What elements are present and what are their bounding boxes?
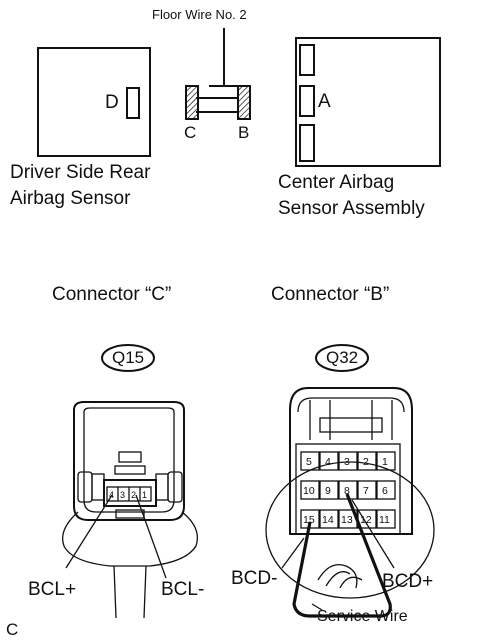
service-wire bbox=[292, 493, 392, 618]
bcl-plus-label: BCL+ bbox=[28, 579, 77, 600]
b-pin-grid bbox=[300, 451, 396, 529]
bcl-minus-leader bbox=[135, 494, 167, 579]
b-pin-11: 11 bbox=[379, 514, 390, 526]
connector-a-socket bbox=[299, 85, 315, 117]
floor-wire-harness bbox=[185, 28, 251, 120]
c-pin-1: 1 bbox=[142, 490, 147, 500]
bcd-plus-label: BCD+ bbox=[382, 571, 434, 592]
bcd-plus-leader bbox=[351, 499, 395, 569]
b-pin-6: 6 bbox=[382, 485, 388, 497]
c-pin-4: 4 bbox=[109, 490, 114, 500]
center-sensor-box bbox=[295, 37, 441, 167]
floor-wire-label: Floor Wire No. 2 bbox=[152, 7, 247, 22]
bcl-minus-label: BCL- bbox=[161, 579, 205, 600]
connector-c-drawing: 4 3 2 1 bbox=[61, 401, 199, 619]
b-pin-8: 8 bbox=[344, 485, 350, 497]
service-wire-label: Service Wire bbox=[317, 608, 408, 625]
service-oval bbox=[265, 461, 435, 599]
connector-d-socket bbox=[126, 87, 140, 119]
b-pin-13: 13 bbox=[341, 514, 353, 526]
connector-b-title: Connector “B” bbox=[271, 284, 390, 305]
connector-c-plug bbox=[185, 85, 199, 120]
pin-d-label: D bbox=[105, 92, 119, 113]
b-pin-4: 4 bbox=[325, 456, 331, 468]
connector-b-plug bbox=[237, 85, 251, 120]
center-sensor-label-line2: Sensor Assembly bbox=[278, 198, 425, 219]
b-pin-5: 5 bbox=[306, 456, 312, 468]
bcd-minus-label: BCD- bbox=[231, 568, 278, 589]
c-pin-2: 2 bbox=[131, 490, 136, 500]
driver-sensor-label-line2: Airbag Sensor bbox=[10, 188, 131, 209]
b-pin-7: 7 bbox=[363, 485, 369, 497]
connector-c-title: Connector “C” bbox=[52, 284, 172, 305]
bcl-plus-leader bbox=[65, 494, 113, 569]
b-pin-12: 12 bbox=[360, 514, 372, 526]
q15-oval bbox=[101, 344, 155, 372]
b-pin-9: 9 bbox=[325, 485, 331, 497]
pin-b-label: B bbox=[238, 123, 250, 142]
q32-oval bbox=[315, 344, 369, 372]
center-sensor-label-line1: Center Airbag bbox=[278, 172, 395, 193]
pin-a-label: A bbox=[318, 91, 331, 112]
b-pin-14: 14 bbox=[322, 514, 334, 526]
b-pin-1: 1 bbox=[382, 456, 388, 468]
pin-c-label: C bbox=[184, 123, 197, 142]
bcd-minus-leader bbox=[281, 537, 305, 569]
driver-sensor-label-line1: Driver Side Rear bbox=[10, 162, 151, 183]
corner-label: C bbox=[6, 620, 19, 639]
c-pin-3: 3 bbox=[120, 490, 125, 500]
b-pin-10: 10 bbox=[303, 485, 315, 497]
connector-b-drawing: 5 4 3 2 1 10 9 8 7 6 15 14 13 12 11 bbox=[265, 387, 435, 618]
connector-c-code: Q15 bbox=[112, 348, 145, 367]
b-pin-15: 15 bbox=[303, 514, 315, 526]
connector-b-code: Q32 bbox=[326, 348, 359, 367]
b-pin-2: 2 bbox=[363, 456, 369, 468]
driver-sensor-box bbox=[37, 47, 151, 157]
b-pin-3: 3 bbox=[344, 456, 350, 468]
